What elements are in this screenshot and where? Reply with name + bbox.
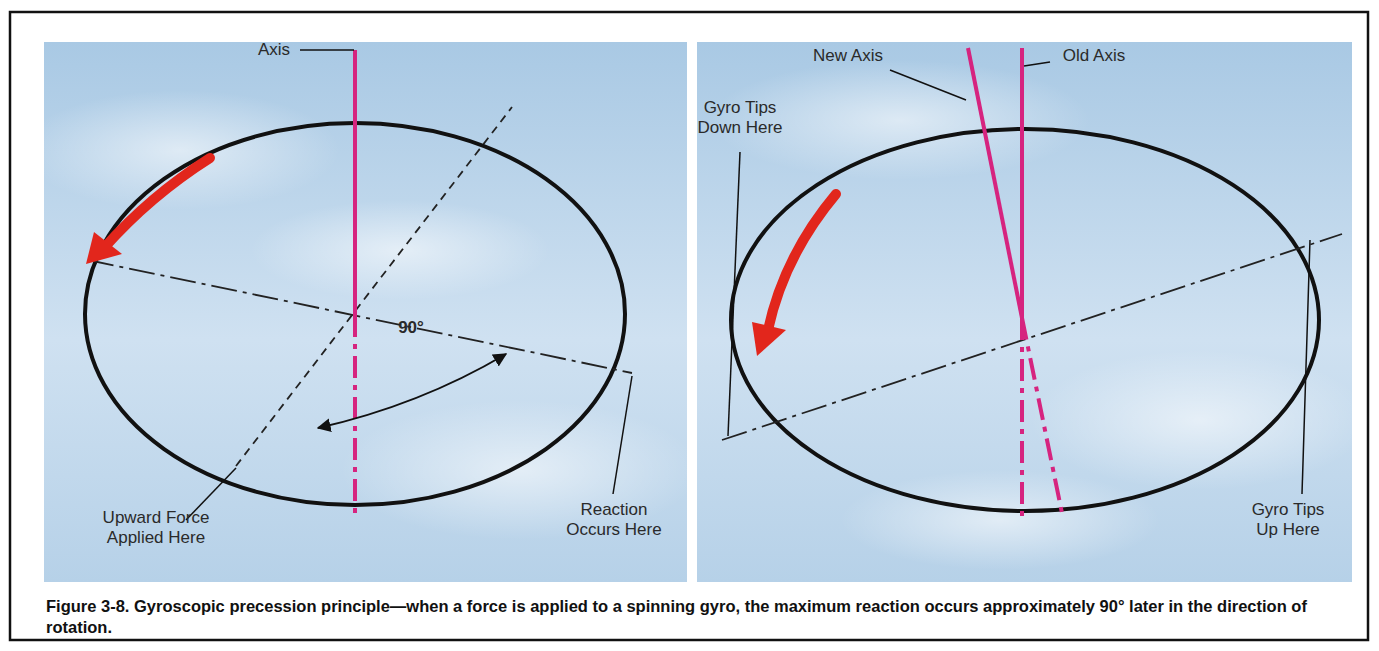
callout-label: Reaction Occurs Here (566, 500, 662, 540)
part-label: Old Axis (1054, 46, 1134, 66)
callout-label: Upward Force Applied Here (96, 508, 216, 548)
angle-label: 90° (386, 318, 436, 338)
callout-label: Gyro Tips Up Here (1240, 500, 1336, 540)
part-label: Axis (252, 40, 296, 60)
part-label: New Axis (806, 46, 890, 66)
callout-label: Gyro Tips Down Here (690, 98, 790, 138)
figure-caption: Figure 3-8. Gyroscopic precession princi… (46, 596, 1346, 638)
